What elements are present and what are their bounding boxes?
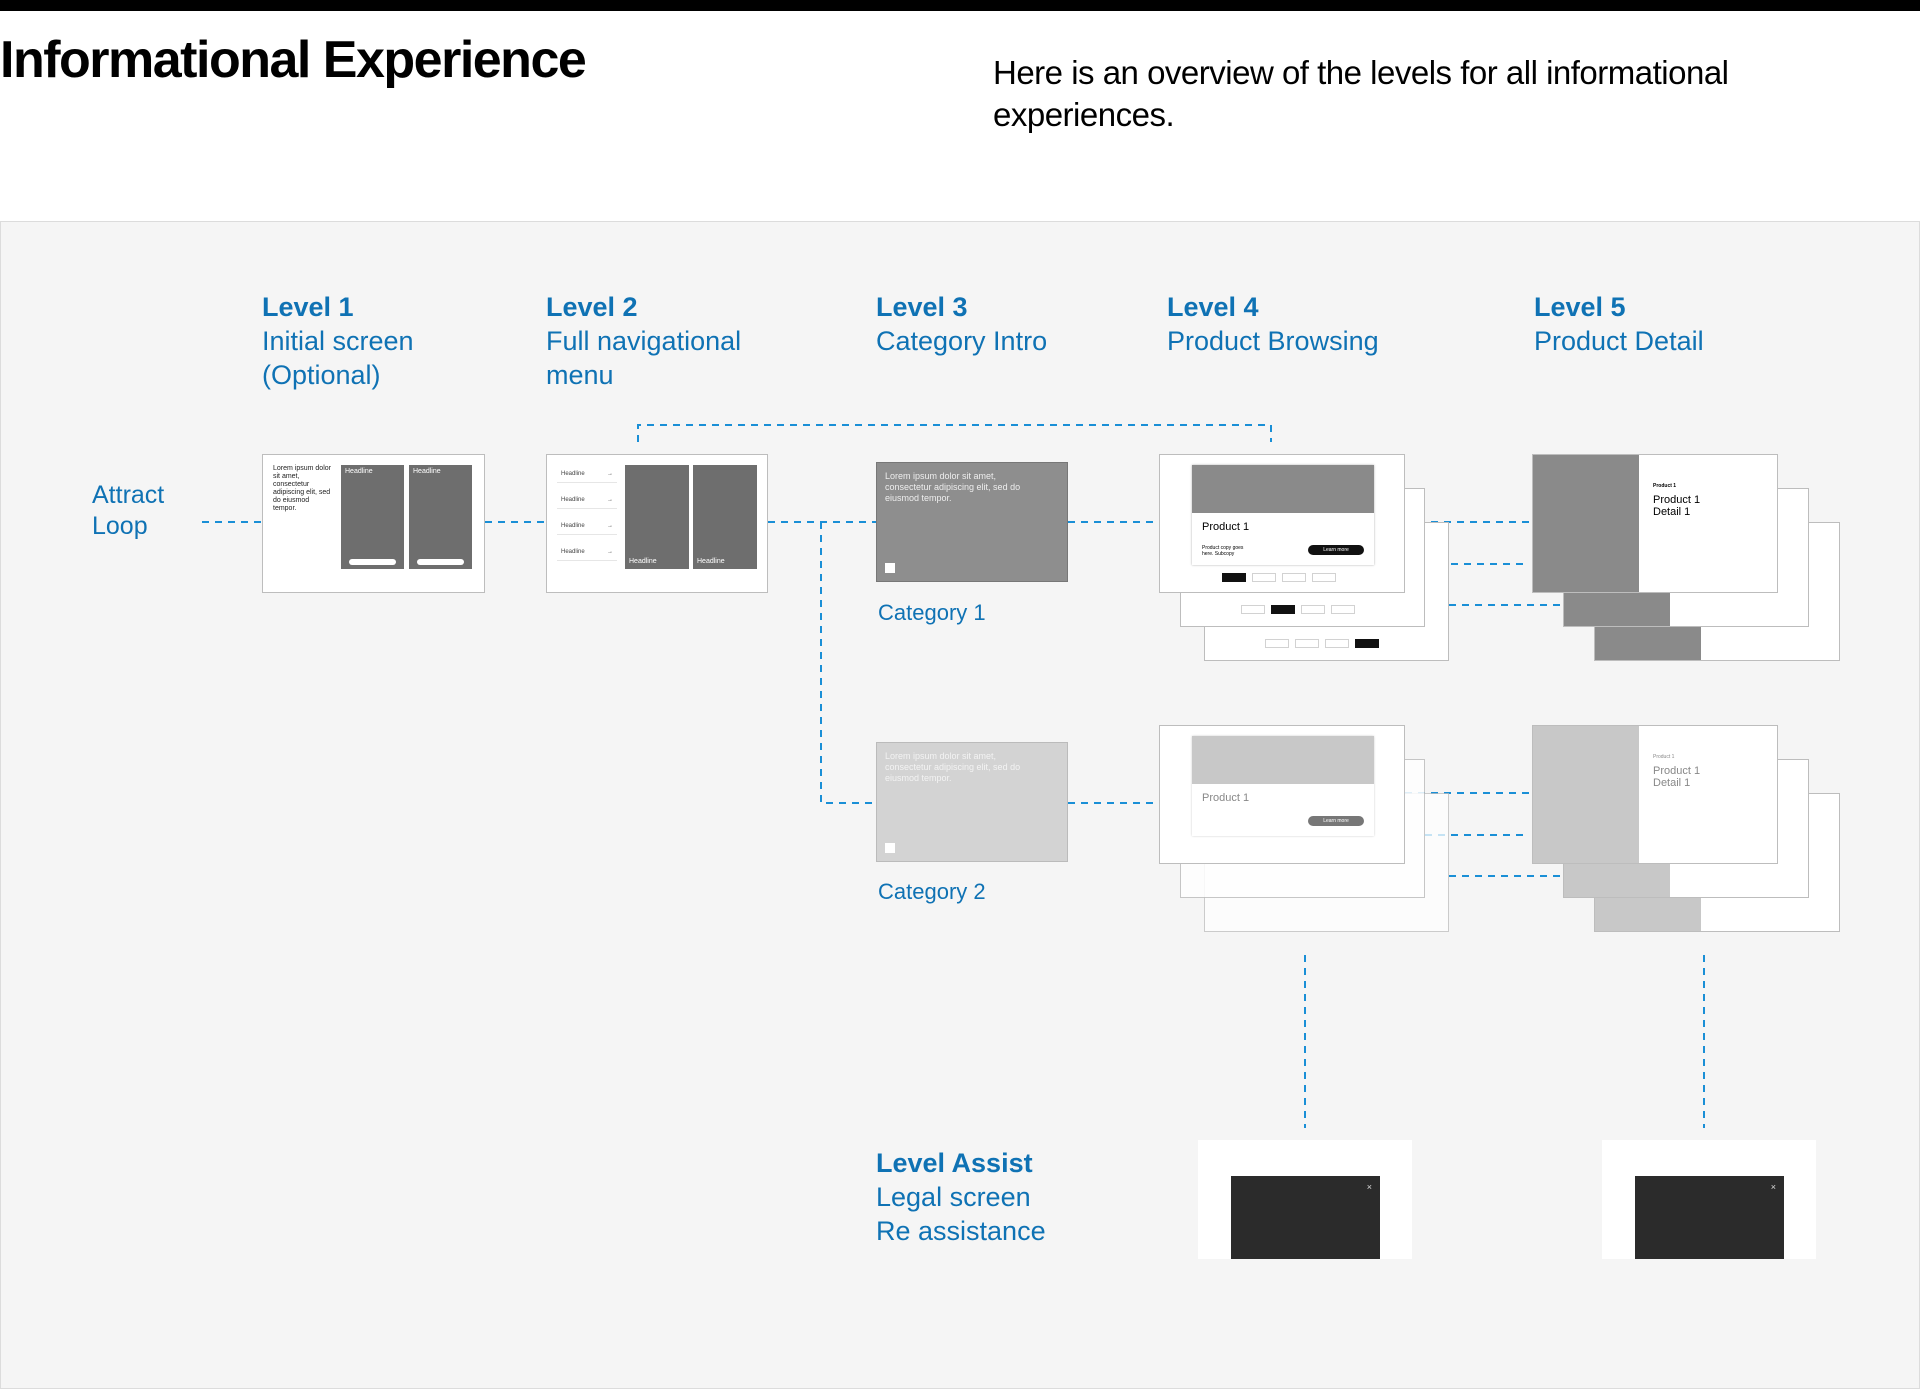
level-5b-detail-title: Product 1 Detail 1	[1653, 765, 1701, 789]
level-4b-product-card: Product 1 Learn more	[1192, 736, 1374, 836]
level-4-product-image	[1192, 465, 1374, 513]
level-2-screen[interactable]: Headline→ Headline→ Headline→ Headline→ …	[546, 454, 768, 593]
connector-l2-to-l3b	[820, 522, 876, 804]
level-2-nav-list: Headline→ Headline→ Headline→ Headline→	[557, 465, 617, 561]
level-2-nav-item: Headline→	[557, 517, 617, 535]
level-4-product-title: Product 1	[1202, 521, 1250, 533]
level-4-product-card: Product 1 Product copy goes here. Subcop…	[1192, 465, 1374, 565]
level-2-tile-2-headline: Headline	[697, 558, 725, 565]
level-2-nav-item: Headline→	[557, 491, 617, 509]
level-1-tile-2: Headline	[409, 465, 472, 569]
level-4b-product-image	[1192, 736, 1374, 784]
level-assist-number: Level Assist	[876, 1148, 1033, 1178]
level-2-tile-1: Headline	[625, 465, 689, 569]
page-title: Informational Experience	[0, 31, 587, 89]
level-3-number: Level 3	[876, 292, 968, 322]
level-5-title: Product Detail	[1534, 326, 1704, 356]
level-4-tabs	[1222, 573, 1336, 582]
level-3-header: Level 3 Category Intro	[876, 290, 1047, 358]
close-icon[interactable]: ×	[1770, 1182, 1776, 1192]
level-5-number: Level 5	[1534, 292, 1626, 322]
attract-loop-label: Attract Loop	[92, 480, 164, 542]
level-3-category-2-screen[interactable]: Lorem ipsum dolor sit amet, consectetur …	[876, 742, 1068, 862]
level-2-tile-2: Headline	[693, 465, 757, 569]
level-2-tile-1-headline: Headline	[629, 558, 657, 565]
assist-legal-screen-1[interactable]: ×	[1198, 1140, 1412, 1259]
level-4-product-copy: Product copy goes here. Subcopy	[1202, 545, 1244, 557]
level-3-cat-1-icon	[885, 563, 895, 573]
level-4-number: Level 4	[1167, 292, 1259, 322]
attract-label-line2: Loop	[92, 512, 148, 540]
level-1-number: Level 1	[262, 292, 354, 322]
level-1-tile-2-headline: Headline	[413, 468, 441, 475]
page-description: Here is an overview of the levels for al…	[993, 54, 1729, 133]
level-1-header: Level 1 Initial screen (Optional)	[262, 290, 414, 392]
level-1-title: Initial screen	[262, 326, 414, 356]
level-2-number: Level 2	[546, 292, 638, 322]
level-5-detail-image	[1533, 455, 1639, 592]
assist-legal-modal-2: ×	[1635, 1176, 1784, 1259]
level-1-tile-1-headline: Headline	[345, 468, 373, 475]
level-4-title: Product Browsing	[1167, 326, 1379, 356]
level-4-mid-tabs	[1241, 605, 1355, 614]
level-4-back-tabs	[1265, 639, 1379, 648]
level-2-header: Level 2 Full navigational menu	[546, 290, 741, 392]
level-5b-eyebrow: Product 1	[1653, 754, 1675, 760]
top-bar	[0, 0, 1920, 11]
assist-legal-screen-2[interactable]: ×	[1602, 1140, 1816, 1259]
level-1-tile-1: Headline	[341, 465, 404, 569]
level-1-tile-1-cta	[349, 559, 396, 565]
level-2-nav-item: Headline→	[557, 465, 617, 483]
level-5-detail-title: Product 1 Detail 1	[1653, 494, 1701, 518]
level-5-eyebrow: Product 1	[1653, 483, 1677, 489]
level-1-body-text: Lorem ipsum dolor sit amet, consectetur …	[273, 465, 331, 512]
level-4-screen-cat-1[interactable]: Product 1 Product copy goes here. Subcop…	[1159, 454, 1405, 593]
level-3-cat-2-icon	[885, 843, 895, 853]
level-5-screen-cat-2[interactable]: Product 1 Product 1 Detail 1	[1532, 725, 1778, 864]
level-1-screen[interactable]: Lorem ipsum dolor sit amet, consectetur …	[262, 454, 485, 593]
level-5-screen-cat-1[interactable]: Product 1 Product 1 Detail 1	[1532, 454, 1778, 593]
connector-l2-to-l4	[637, 424, 1272, 442]
level-assist-header: Level Assist Legal screen Re assistance	[876, 1146, 1046, 1248]
level-4-screen-cat-2[interactable]: Product 1 Learn more	[1159, 725, 1405, 864]
level-4-header: Level 4 Product Browsing	[1167, 290, 1379, 358]
level-5b-detail-image	[1533, 726, 1639, 863]
level-1-subtitle: (Optional)	[262, 360, 381, 390]
level-4b-learn-more-button[interactable]: Learn more	[1308, 816, 1364, 826]
level-3-cat-1-body: Lorem ipsum dolor sit amet, consectetur …	[885, 471, 1021, 503]
level-3-title: Category Intro	[876, 326, 1048, 356]
level-2-title: Full navigational	[546, 326, 742, 356]
level-4b-product-title: Product 1	[1202, 792, 1250, 804]
attract-label-line1: Attract	[92, 481, 165, 509]
level-2-subtitle: menu	[546, 360, 614, 390]
level-3-category-1-screen[interactable]: Lorem ipsum dolor sit amet, consectetur …	[876, 462, 1068, 582]
close-icon[interactable]: ×	[1366, 1182, 1372, 1192]
level-3-cat-2-body: Lorem ipsum dolor sit amet, consectetur …	[885, 751, 1021, 783]
category-2-label: Category 2	[878, 879, 986, 904]
level-assist-title: Legal screen	[876, 1182, 1031, 1212]
level-assist-subtitle: Re assistance	[876, 1216, 1046, 1246]
assist-legal-modal-1: ×	[1231, 1176, 1380, 1259]
level-5-header: Level 5 Product Detail	[1534, 290, 1704, 358]
level-2-nav-item: Headline→	[557, 543, 617, 561]
level-1-tile-2-cta	[417, 559, 464, 565]
level-4-learn-more-button[interactable]: Learn more	[1308, 545, 1364, 555]
category-1-label: Category 1	[878, 600, 986, 625]
